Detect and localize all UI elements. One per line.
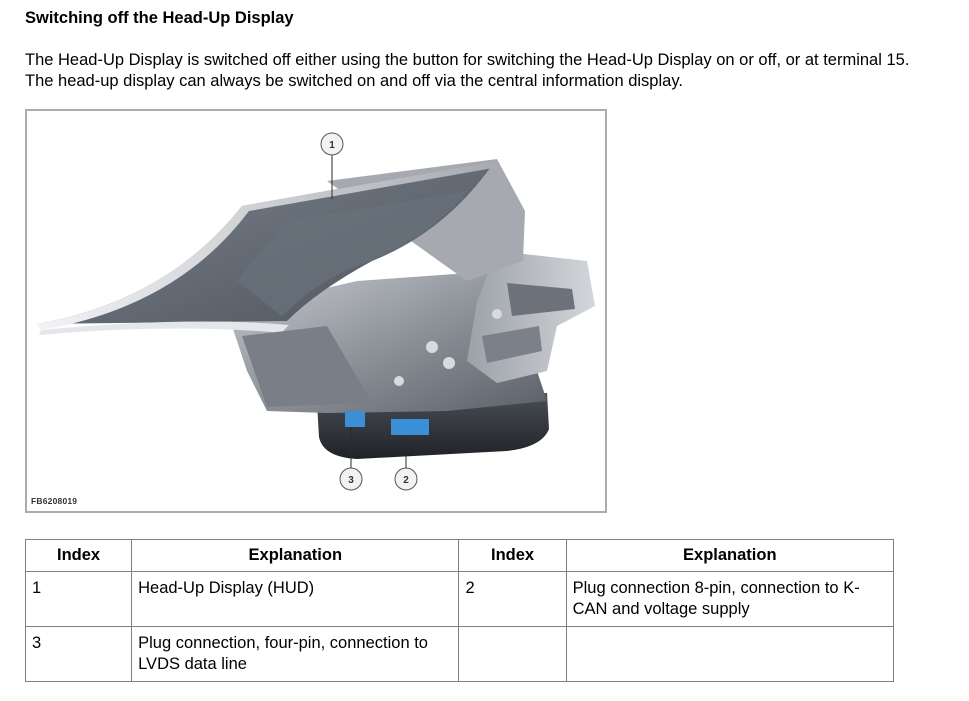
cell-index: [458, 626, 567, 682]
header-explanation-1: Explanation: [131, 539, 460, 572]
cell-explanation: Head-Up Display (HUD): [131, 571, 460, 627]
hud-figure: 1 3 2 FB6208019: [25, 109, 607, 513]
table-row: 1 Head-Up Display (HUD) 2 Plug connectio…: [24, 571, 895, 627]
cell-index: 3: [24, 626, 133, 682]
callout-1: 1: [320, 132, 344, 156]
callout-3: 3: [339, 467, 363, 491]
cell-explanation: Plug connection 8-pin, connection to K-C…: [565, 571, 895, 627]
intro-paragraph: The Head-Up Display is switched off eith…: [25, 51, 910, 90]
callout-1-label: 1: [329, 140, 335, 151]
header-explanation-2: Explanation: [565, 539, 895, 572]
table-row: 3 Plug connection, four-pin, connection …: [24, 626, 895, 682]
hud-illustration: 1 3 2: [37, 132, 595, 491]
section-heading: Switching off the Head-Up Display: [25, 9, 294, 27]
callout-2: 2: [394, 467, 418, 491]
legend-table: Index Explanation Index Explanation 1 He…: [24, 539, 895, 682]
cell-explanation: Plug connection, four-pin, connection to…: [131, 626, 460, 682]
callout-3-label: 3: [348, 475, 354, 486]
header-index-2: Index: [458, 539, 567, 572]
callout-2-label: 2: [403, 475, 409, 486]
cell-index: 1: [24, 571, 133, 627]
legend-header-row: Index Explanation Index Explanation: [24, 539, 895, 572]
cell-explanation: [565, 626, 895, 682]
connector-3: [345, 411, 365, 427]
connector-2: [391, 419, 429, 435]
header-index-1: Index: [24, 539, 133, 572]
cell-index: 2: [458, 571, 567, 627]
figure-code: FB6208019: [31, 496, 78, 506]
